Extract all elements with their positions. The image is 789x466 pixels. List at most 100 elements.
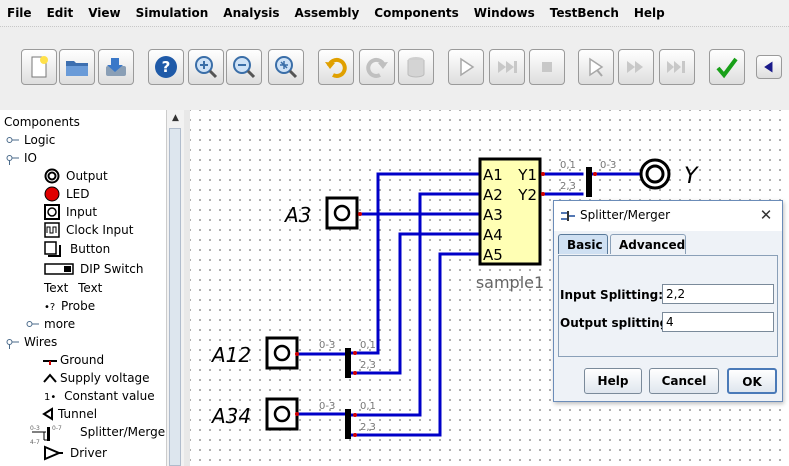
timing-step-button[interactable]: [618, 49, 654, 85]
pin-dot: [358, 212, 362, 216]
tree-item-input[interactable]: Input: [44, 203, 97, 221]
component-label: sample1: [476, 273, 544, 292]
check-button[interactable]: [709, 49, 745, 85]
output-splitting-label: Output splitting:: [560, 316, 674, 330]
tab-basic[interactable]: Basic: [558, 234, 608, 254]
tree-item-text[interactable]: Text Text: [44, 279, 102, 297]
back-button[interactable]: [756, 55, 782, 79]
menu-simulation[interactable]: Simulation: [135, 6, 209, 20]
tree-item-supply-voltage[interactable]: Supply voltage: [42, 369, 150, 387]
menu-file[interactable]: File: [7, 6, 32, 20]
output-y[interactable]: Y: [639, 158, 699, 190]
timing-start-button[interactable]: [578, 49, 614, 85]
tab-advanced[interactable]: Advanced: [610, 234, 686, 254]
sample1-component[interactable]: A1 A2 A3 A4 A5 Y1 Y2 sample1: [476, 157, 544, 292]
redo-button[interactable]: [359, 49, 395, 85]
scrollbar-thumb[interactable]: [169, 128, 181, 466]
close-icon[interactable]: ✕: [759, 206, 773, 224]
supply-voltage-icon: [42, 371, 58, 385]
tree-item-splitter-merger[interactable]: 0-3 0-7 4-7 Splitter/Merger: [30, 423, 166, 446]
splitter-bar: [586, 167, 592, 197]
ok-button[interactable]: OK: [727, 368, 777, 394]
splitter-out1-label: 0,1: [360, 401, 376, 412]
tree-item-dip-switch[interactable]: DIP Switch: [44, 260, 144, 278]
tree-item-label: Tunnel: [58, 407, 98, 421]
splitter-glyph-right: 0-7: [52, 425, 62, 432]
tree-item-button[interactable]: Button: [44, 240, 110, 258]
splitter-icon: 0-3 0-7 4-7: [30, 423, 74, 446]
back-icon: [764, 61, 773, 73]
tree-item-led[interactable]: LED: [44, 185, 90, 203]
pin-dot: [541, 172, 545, 176]
output-splitter[interactable]: 0,1 2,3 0-3: [541, 160, 616, 197]
tree-item-label: Button: [70, 242, 111, 256]
circuit-drawing: A1 A2 A3 A4 A5 Y1 Y2 sample1 0,1 2,3 0-3…: [210, 157, 699, 439]
tree-item-tunnel[interactable]: Tunnel: [42, 405, 97, 423]
tree-item-driver[interactable]: Driver: [42, 444, 107, 462]
tree-folder-wires[interactable]: Wires: [6, 333, 57, 351]
menu-edit[interactable]: Edit: [46, 6, 74, 20]
splitter-dialog-icon: [560, 209, 576, 223]
menu-assembly[interactable]: Assembly: [294, 6, 360, 20]
delete-button[interactable]: [398, 49, 434, 85]
new-file-button[interactable]: [21, 49, 57, 85]
simulation-stop-button[interactable]: [529, 49, 565, 85]
wire: [348, 232, 402, 375]
wire: [348, 172, 380, 355]
tree-item-clock-input[interactable]: Clock Input: [44, 221, 134, 239]
pin-a2: A2: [483, 186, 503, 204]
tree-item-label: LED: [66, 187, 90, 201]
zoom-out-button[interactable]: [226, 49, 262, 85]
dialog-body: Basic Advanced Input Splitting: Output s…: [554, 231, 782, 401]
menu-analysis[interactable]: Analysis: [223, 6, 280, 20]
scroll-up-icon[interactable]: ▲: [172, 113, 179, 123]
tree-scrollbar[interactable]: ▲: [166, 110, 184, 466]
splitter-bar: [345, 409, 351, 439]
input-a34[interactable]: A34: [210, 397, 299, 431]
wire: [348, 252, 442, 437]
panel-splitter[interactable]: [184, 110, 190, 466]
pin-dot: [353, 371, 357, 375]
menu-windows[interactable]: Windows: [473, 6, 535, 20]
tree-folder-more[interactable]: more: [26, 315, 75, 333]
tree-folder-logic[interactable]: Logic: [6, 131, 55, 149]
a34-splitter[interactable]: 0-3 0,1 2,3: [295, 401, 376, 439]
tree-item-constant-value[interactable]: 1• Constant value: [44, 387, 155, 405]
help-button[interactable]: ?: [148, 49, 184, 85]
zoom-fit-button[interactable]: [268, 49, 304, 85]
zoom-in-button[interactable]: [188, 49, 224, 85]
tree-item-label: DIP Switch: [80, 262, 144, 276]
menu-components[interactable]: Components: [374, 6, 459, 20]
undo-button[interactable]: [318, 49, 354, 85]
open-button[interactable]: [59, 49, 95, 85]
input-splitting-field[interactable]: [662, 284, 774, 304]
folder-node-icon: [6, 151, 24, 167]
splitter-glyph-top: 0-3: [30, 425, 40, 432]
cancel-button[interactable]: Cancel: [649, 368, 719, 394]
tree-item-probe[interactable]: •? Probe: [44, 297, 95, 315]
pin-a5: A5: [483, 246, 503, 264]
timing-fast-button[interactable]: [659, 49, 695, 85]
undo-icon: [325, 58, 347, 78]
output-splitting-field[interactable]: [662, 312, 774, 332]
dialog-titlebar[interactable]: Splitter/Merger ✕: [554, 201, 782, 231]
input-label: A34: [210, 404, 251, 428]
save-button[interactable]: [98, 49, 134, 85]
tree-item-label: Driver: [70, 446, 107, 460]
input-a12[interactable]: A12: [210, 336, 299, 370]
a12-splitter[interactable]: 0-3 0,1 2,3: [295, 340, 376, 378]
input-a3[interactable]: A3: [283, 196, 362, 230]
menu-view[interactable]: View: [88, 6, 121, 20]
simulation-step-button[interactable]: [489, 49, 525, 85]
tree-item-ground[interactable]: Ground: [42, 351, 104, 369]
button-icon: [44, 241, 62, 257]
menu-help[interactable]: Help: [633, 6, 665, 20]
pin-a3: A3: [483, 206, 503, 224]
help-button[interactable]: Help: [584, 368, 642, 394]
tree-item-output[interactable]: Output: [44, 167, 108, 185]
tree-item-label: Supply voltage: [60, 371, 150, 385]
menu-testbench[interactable]: TestBench: [549, 6, 619, 20]
simulation-start-button[interactable]: [448, 49, 484, 85]
tree-folder-io[interactable]: IO: [6, 149, 37, 167]
splitter-in2-label: 2,3: [560, 181, 576, 192]
